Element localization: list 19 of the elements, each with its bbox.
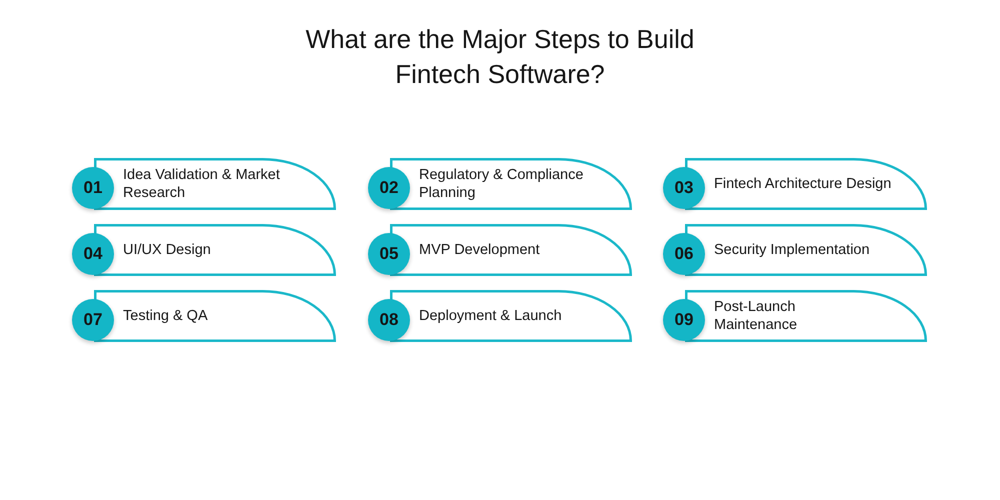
step-number-circle: 03 — [663, 167, 705, 209]
page-title: What are the Major Steps to Build Fintech Software? — [304, 23, 696, 91]
step-title: Regulatory & Compliance Planning — [419, 166, 584, 202]
step-title: Post-Launch Maintenance — [714, 298, 798, 334]
step-number-circle: 06 — [663, 233, 705, 275]
step-title: Fintech Architecture Design — [714, 175, 892, 193]
step-title: Deployment & Launch — [419, 307, 562, 325]
step-number-circle: 07 — [72, 299, 114, 341]
step-title: MVP Development — [419, 241, 540, 259]
step-title: Security Implementation — [714, 241, 870, 259]
step-number-circle: 04 — [72, 233, 114, 275]
step-number-circle: 02 — [368, 167, 410, 209]
step-title: Testing & QA — [123, 307, 208, 325]
step-number-circle: 05 — [368, 233, 410, 275]
step-title: UI/UX Design — [123, 241, 211, 259]
step-title: Idea Validation & Market Research — [123, 166, 281, 202]
step-number-circle: 01 — [72, 167, 114, 209]
step-number-circle: 09 — [663, 299, 705, 341]
step-number-circle: 08 — [368, 299, 410, 341]
